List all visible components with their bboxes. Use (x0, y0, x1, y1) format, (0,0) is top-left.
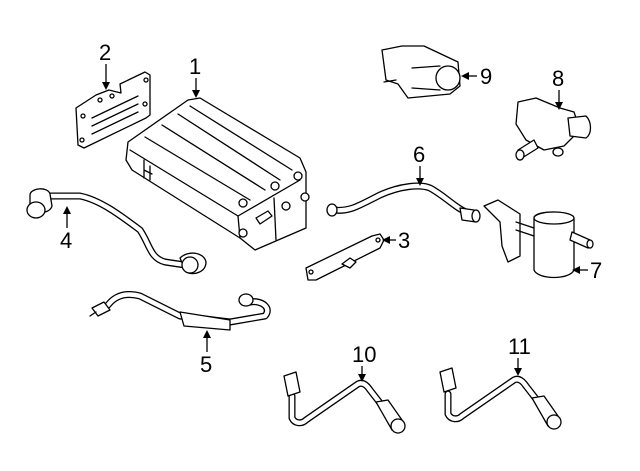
part-11-harness[interactable] (439, 367, 562, 430)
callout-5-label: 5 (200, 352, 212, 377)
callout-6: 6 (413, 142, 425, 186)
callout-8: 8 (552, 66, 564, 110)
callout-9: 9 (461, 64, 492, 89)
callout-4-arrowhead (63, 206, 71, 214)
part-10-harness[interactable] (283, 371, 406, 434)
callout-11-arrowhead (514, 368, 522, 376)
part-4-vapor-hose[interactable] (26, 188, 207, 275)
canister-ports (238, 171, 310, 238)
part-1-canister[interactable] (125, 97, 310, 251)
callout-1-arrowhead (192, 90, 200, 98)
callout-4-label: 4 (60, 228, 72, 253)
callout-2-arrowhead (102, 82, 110, 90)
part-9-valve[interactable] (381, 45, 461, 99)
part-7-filter-valve[interactable] (483, 199, 594, 279)
callout-1-label: 1 (189, 54, 201, 79)
callout-3-arrowhead (382, 236, 390, 244)
callout-7-arrowhead (572, 266, 580, 274)
callout-7: 7 (572, 258, 602, 283)
callout-6-label: 6 (413, 142, 425, 167)
part-5-vent-hose[interactable] (89, 290, 271, 331)
callout-4: 4 (60, 206, 72, 253)
callout-2-label: 2 (99, 40, 111, 65)
callout-7-label: 7 (590, 258, 602, 283)
callout-9-label: 9 (480, 64, 492, 89)
callout-11: 11 (508, 334, 531, 376)
callout-10: 10 (352, 342, 376, 382)
callout-6-arrowhead (416, 178, 424, 186)
part-2-bracket[interactable] (75, 71, 151, 149)
callout-11-label: 11 (508, 334, 531, 359)
callout-1: 1 (189, 54, 201, 98)
callout-3-label: 3 (398, 228, 410, 253)
part-3-bracket[interactable] (305, 233, 385, 281)
callout-9-arrowhead (461, 72, 469, 80)
callout-8-arrowhead (555, 102, 563, 110)
callout-2: 2 (99, 40, 111, 90)
callout-5: 5 (200, 330, 212, 377)
callout-3: 3 (382, 228, 410, 253)
callout-10-arrowhead (358, 374, 366, 382)
callout-10-label: 10 (352, 342, 376, 367)
callout-5-arrowhead (203, 330, 211, 338)
part-6-vapor-tube[interactable] (326, 182, 481, 223)
part-8-purge-valve[interactable] (515, 97, 592, 161)
callout-8-label: 8 (552, 66, 564, 91)
